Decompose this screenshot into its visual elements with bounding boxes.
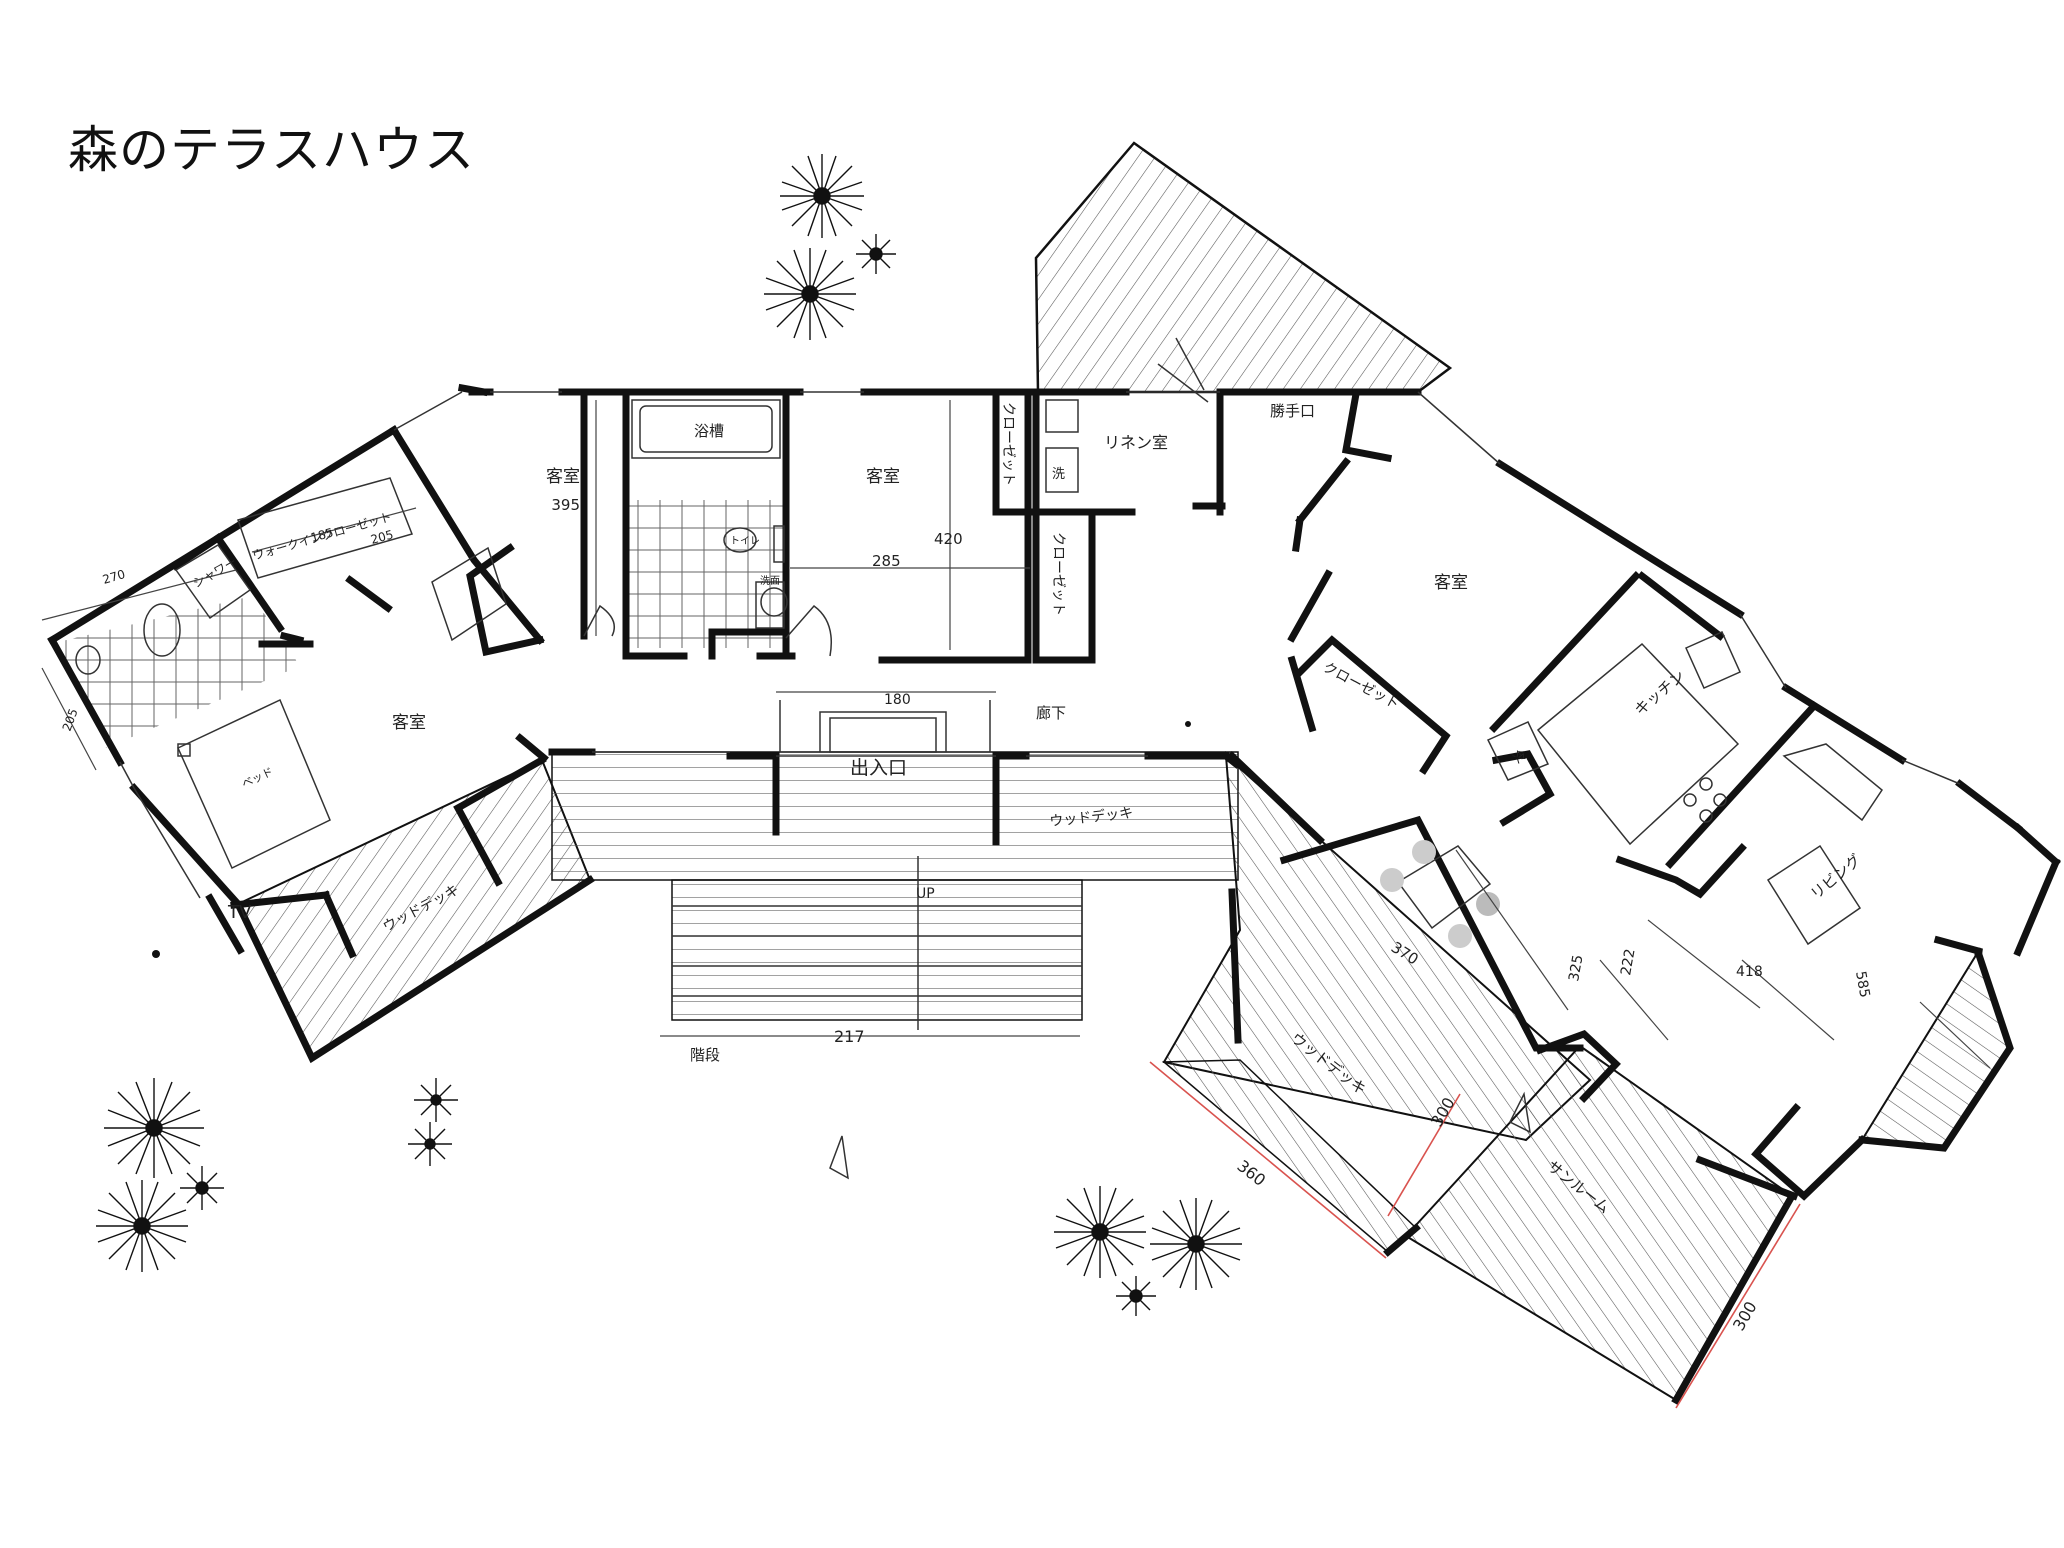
label-hall: 廊下 (1036, 704, 1066, 722)
label-tv: TV (227, 902, 252, 923)
dim-360: 360 (1234, 1156, 1270, 1190)
dim-222: 222 (1618, 948, 1638, 977)
dim-180: 180 (884, 692, 911, 708)
bath-tiles (628, 500, 784, 648)
label-guest-3: 客室 (866, 467, 900, 487)
trees (96, 154, 1242, 1316)
dim-205b: 205 (60, 707, 81, 733)
label-laundry: 洗 (1052, 467, 1065, 482)
label-service-entrance: 勝手口 (1270, 402, 1315, 420)
label-toilet: トイレ (730, 536, 760, 547)
label-bed: ベッド (240, 765, 275, 791)
stairs (671, 879, 1083, 1021)
label-stairs: 階段 (690, 1046, 720, 1064)
label-washroom: 洗面 (760, 575, 780, 587)
label-closet-1: クローゼット (1000, 402, 1016, 486)
label-closet-2: クローゼット (1050, 532, 1066, 616)
label-kitchen: キッチン (1631, 667, 1689, 719)
label-living: リビング (1807, 851, 1865, 903)
label-guest-right: 客室 (1434, 573, 1468, 593)
dim-185: 185 (309, 525, 335, 544)
dim-205a: 205 (369, 527, 395, 546)
label-linen: リネン室 (1104, 433, 1168, 452)
dim-285: 285 (872, 552, 901, 570)
dim-217: 217 (834, 1027, 865, 1046)
dim-420: 420 (934, 530, 963, 548)
label-entrance: 出入口 (850, 757, 907, 779)
dim-585: 585 (1852, 970, 1872, 999)
label-bath: 浴槽 (694, 422, 724, 440)
dim-418: 418 (1736, 964, 1763, 980)
label-fridge: 冷 (1511, 747, 1531, 767)
dim-270: 270 (101, 567, 127, 587)
walls (47, 383, 2061, 1405)
label-guest-left: 客室 (392, 713, 426, 733)
dim-325: 325 (1566, 954, 1586, 983)
dim-395: 395 (551, 496, 580, 514)
wood-deck-right (1162, 753, 1592, 1142)
detail-lines (41, 337, 1991, 1409)
roof-terrace (1034, 141, 1453, 394)
wood-deck-center (551, 751, 1239, 881)
label-up: UP (916, 886, 935, 902)
shower-tiles (58, 596, 300, 748)
plan-title: 森のテラスハウス (68, 121, 475, 179)
label-guest-2: 客室 (546, 467, 580, 487)
label-shower: シャワー (191, 554, 240, 590)
